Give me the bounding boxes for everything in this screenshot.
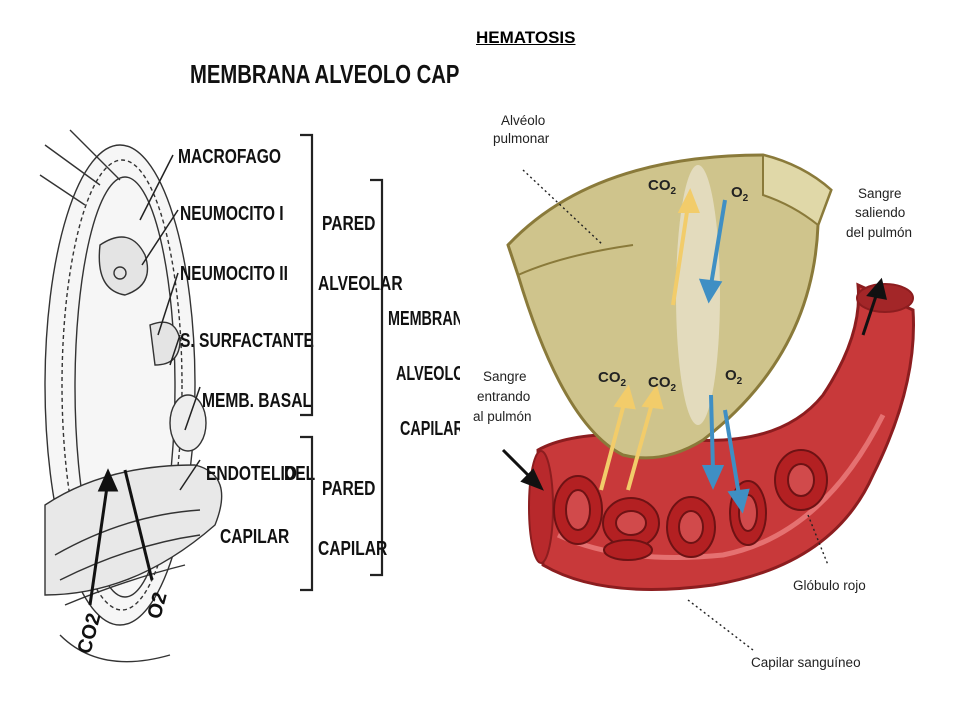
hematosis-gas-exchange-diagram: CO2 O2 CO2 CO2 O2 Alvéolo pulmonar Sangr… (473, 113, 915, 670)
alveolus-sketch (39, 129, 223, 663)
label-entrando-3: al pulmón (473, 409, 532, 424)
red-blood-cells (553, 449, 828, 561)
gas-label-co2-left: CO2 (598, 369, 627, 389)
label-saliendo-3: del pulmón (846, 225, 912, 240)
label-alveolo: Alvéolo (501, 113, 545, 128)
group-membrana-3: CAPILAR (400, 417, 460, 440)
group-membrana-1: MEMBRANA (388, 307, 460, 330)
co2-arrows (599, 188, 700, 491)
gas-co2-label: CO2 (74, 611, 106, 656)
gas-label-co2-right: CO2 (648, 374, 677, 394)
gas-label-co2-top: CO2 (648, 177, 677, 197)
label-globulo-rojo: Glóbulo rojo (793, 578, 866, 593)
page-title: HEMATOSIS (476, 28, 576, 47)
pulmonary-alveolus (506, 153, 833, 460)
flow-arrows (501, 277, 887, 491)
o2-arrows (698, 199, 750, 514)
label-pulmonar: pulmonar (493, 131, 550, 146)
group-pared-capilar-1: PARED (322, 477, 375, 499)
group-pared-alveolar-1: PARED (322, 212, 375, 234)
alveolo-capillary-membrane-diagram: MEMBRANA ALVEOLO CAPILAR MACROFAGO NEUMO… (39, 60, 460, 663)
label-capilar-sanguineo: Capilar sanguíneo (751, 655, 861, 670)
callout-lines (522, 169, 829, 651)
label-entrando-1: Sangre (483, 369, 527, 384)
left-heading: MEMBRANA ALVEOLO CAPILAR (190, 60, 460, 89)
label-surfactante: S. SURFACTANTE (180, 329, 314, 351)
gas-label-o2-top: O2 (731, 184, 749, 204)
label-neumocito-1: NEUMOCITO I (180, 202, 284, 224)
label-saliendo-1: Sangre (858, 186, 902, 201)
group-pared-alveolar-2: ALVEOLAR (318, 272, 403, 294)
label-neumocito-2: NEUMOCITO II (180, 262, 288, 284)
label-entrando-2: entrando (477, 389, 530, 404)
label-capilar: CAPILAR (220, 525, 289, 547)
gas-label-o2-bottom: O2 (725, 367, 743, 387)
group-membrana-2: ALVEOLO (396, 362, 460, 385)
label-endotelio-del: DEL (284, 462, 315, 484)
group-pared-capilar-2: CAPILAR (318, 537, 387, 559)
label-memb-basal: MEMB. BASAL (202, 389, 312, 411)
label-pointer-lines (139, 154, 201, 491)
label-macrofago: MACROFAGO (178, 145, 281, 167)
label-saliendo-2: saliendo (855, 205, 905, 220)
gas-arrows (88, 468, 154, 606)
group-brackets (300, 133, 384, 592)
label-endotelio: ENDOTELIO (206, 462, 297, 484)
